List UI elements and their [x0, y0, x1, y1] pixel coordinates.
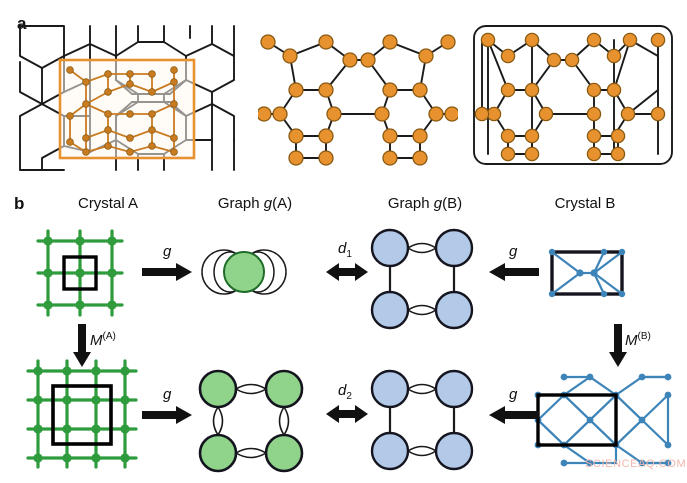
- orange-node-group: [66, 66, 178, 156]
- crystal-b-atom-group: [548, 248, 626, 298]
- graph-ga-suffix: (A): [272, 195, 293, 212]
- crystal-b-supercell: [520, 365, 680, 480]
- arrow-ma-down: [72, 322, 92, 373]
- graph-gb-suffix: (B): [442, 195, 463, 212]
- crystal-a-supercell-box: [51, 384, 113, 446]
- crystal-b-title-prefix: Crystal: [554, 195, 606, 212]
- arrow-g-bottom-left: [140, 405, 194, 430]
- mb-base: M: [625, 332, 638, 349]
- periodic-quotient-graph: [468, 18, 678, 178]
- graph-ga-four-node: [192, 365, 310, 482]
- extracted-graph: [256, 18, 460, 178]
- graph-gb-prefix: Graph: [387, 195, 434, 212]
- quotient-box: [473, 25, 673, 165]
- graph-node-group: [256, 34, 460, 166]
- pentagonal-tiling-crystal: [12, 18, 242, 183]
- arrow-d2-double: [325, 404, 369, 429]
- crystal-a-title-suffix: A: [128, 195, 139, 212]
- graph-ga-prefix: Graph: [217, 195, 264, 212]
- ma-base: M: [90, 332, 103, 349]
- d1-label: d1: [338, 240, 352, 260]
- graph-gb-italic: g: [433, 195, 443, 212]
- graph-gb-title: Graph g(B): [355, 195, 495, 212]
- crystal-b-title-suffix: B: [605, 195, 616, 212]
- crystal-b-unit-cell-box: [550, 250, 624, 296]
- d1-base: d: [338, 240, 347, 257]
- crystal-a-supercell: [22, 355, 142, 475]
- d2-subscript: 2: [346, 391, 352, 402]
- quotient-node-group: [474, 32, 666, 162]
- unit-cell-highlight-rect: [58, 58, 196, 160]
- d2-label: d2: [338, 382, 352, 402]
- arrow-g-top-right: [487, 262, 541, 287]
- graph-ga-title: Graph g(A): [185, 195, 325, 212]
- crystal-b-supercell-box: [536, 393, 618, 447]
- graph-ga-node: [223, 251, 265, 293]
- arrow-d1-double: [325, 262, 369, 287]
- crystal-b-unit: [542, 242, 632, 309]
- crystal-a-supercell-atom-group: [33, 366, 130, 463]
- g-label-top-right: g: [509, 243, 518, 260]
- arrow-mb-down: [608, 322, 628, 373]
- graph-gb-four-node-copy: [362, 363, 482, 483]
- crystal-b-supercell-atom-group: [534, 373, 672, 467]
- d2-base: d: [338, 382, 347, 399]
- crystal-a-atom-group: [43, 236, 117, 310]
- panel-a-letter: a: [17, 14, 27, 33]
- watermark: SCIENCEAQ.COM: [585, 458, 687, 470]
- graph-ga-single-node: [188, 232, 300, 317]
- arrow-g-top-left: [140, 262, 194, 287]
- d1-subscript: 1: [346, 249, 352, 260]
- g-label-bottom-left: g: [163, 386, 172, 403]
- crystal-b-title: Crystal B: [520, 195, 650, 212]
- crystal-a-title-prefix: Crystal: [77, 195, 128, 212]
- crystal-a-unit-cell-box: [62, 255, 98, 291]
- arrow-g-bottom-right: [487, 405, 541, 430]
- crystal-a-title: Crystal A: [48, 195, 168, 212]
- g-label-bottom-right: g: [509, 386, 518, 403]
- crystal-a-unit: [30, 225, 130, 325]
- ma-superscript: (A): [102, 331, 116, 342]
- graph-gb-node-group: [370, 228, 474, 330]
- graph-gb-copy-node-group: [370, 369, 474, 471]
- mb-superscript: (B): [637, 331, 651, 342]
- panel-b-letter: b: [14, 194, 25, 213]
- g-label-top-left: g: [163, 243, 172, 260]
- graph-gb-four-node: [362, 222, 482, 342]
- graph-ga-node-group: [198, 369, 304, 473]
- ma-label: M(A): [90, 331, 116, 349]
- mb-label: M(B): [625, 331, 651, 349]
- graph-ga-italic: g: [263, 195, 273, 212]
